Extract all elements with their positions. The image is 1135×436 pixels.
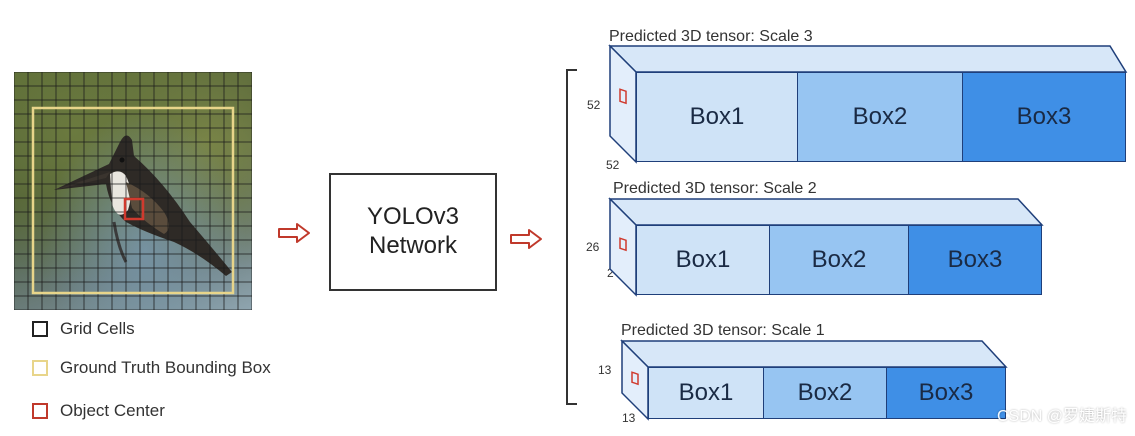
network-title-line1: YOLOv3	[366, 203, 460, 231]
scale3-box3: Box3	[963, 72, 1126, 162]
scale1-dim-bottom: 13	[622, 411, 636, 425]
yolov3-network-box: YOLOv3 Network	[329, 173, 497, 291]
scale1-center-marker	[631, 371, 639, 386]
legend-bbox-label: Ground Truth Bounding Box	[60, 358, 271, 377]
arrow-right-icon	[278, 223, 310, 243]
legend-center-swatch	[32, 403, 48, 419]
scale2-box2: Box2	[770, 225, 909, 295]
legend-object-center: Object Center	[32, 400, 165, 422]
scale3-center-marker	[619, 88, 627, 105]
scale2-center-marker	[619, 237, 627, 252]
tensor-scale2: Box1 Box2 Box3	[608, 197, 1050, 299]
scale3-title: Predicted 3D tensor: Scale 3	[609, 28, 813, 45]
arrow-right-icon	[510, 229, 542, 249]
legend-grid-cells: Grid Cells	[32, 318, 135, 340]
scale2-dim-bottom: 2	[607, 266, 614, 280]
grid-lines	[14, 72, 252, 310]
scale1-box1: Box1	[648, 367, 764, 419]
legend-ground-truth: Ground Truth Bounding Box	[32, 357, 271, 379]
scale1-title: Predicted 3D tensor: Scale 1	[621, 322, 825, 339]
scale1-box2: Box2	[764, 367, 887, 419]
network-title-line2: Network	[368, 232, 458, 259]
scale3-dim-bottom: 52	[606, 158, 620, 172]
scale1-dim-left: 13	[598, 363, 612, 377]
scale2-title: Predicted 3D tensor: Scale 2	[613, 180, 817, 197]
tensor-scale3: Box1 Box2 Box3	[608, 44, 1130, 166]
output-bracket	[566, 69, 577, 405]
scale3-box1: Box1	[636, 72, 798, 162]
legend-center-label: Object Center	[60, 401, 165, 420]
scale1-box3: Box3	[887, 367, 1006, 419]
scale2-box1: Box1	[636, 225, 770, 295]
object-center-cell	[123, 197, 145, 221]
bird-grid-image	[14, 72, 252, 310]
ground-truth-box	[31, 106, 235, 295]
legend-grid-swatch	[32, 321, 48, 337]
scale3-box2: Box2	[798, 72, 963, 162]
watermark-text: CSDN @罗婕斯特	[996, 408, 1127, 425]
scale2-box3: Box3	[909, 225, 1042, 295]
grid-overlay	[14, 72, 252, 310]
tensor-scale1: Box1 Box2 Box3	[620, 339, 1012, 427]
legend-bbox-swatch	[32, 360, 48, 376]
legend-grid-label: Grid Cells	[60, 319, 135, 338]
scale3-dim-left: 52	[587, 98, 601, 112]
scale2-dim-left: 26	[586, 240, 600, 254]
